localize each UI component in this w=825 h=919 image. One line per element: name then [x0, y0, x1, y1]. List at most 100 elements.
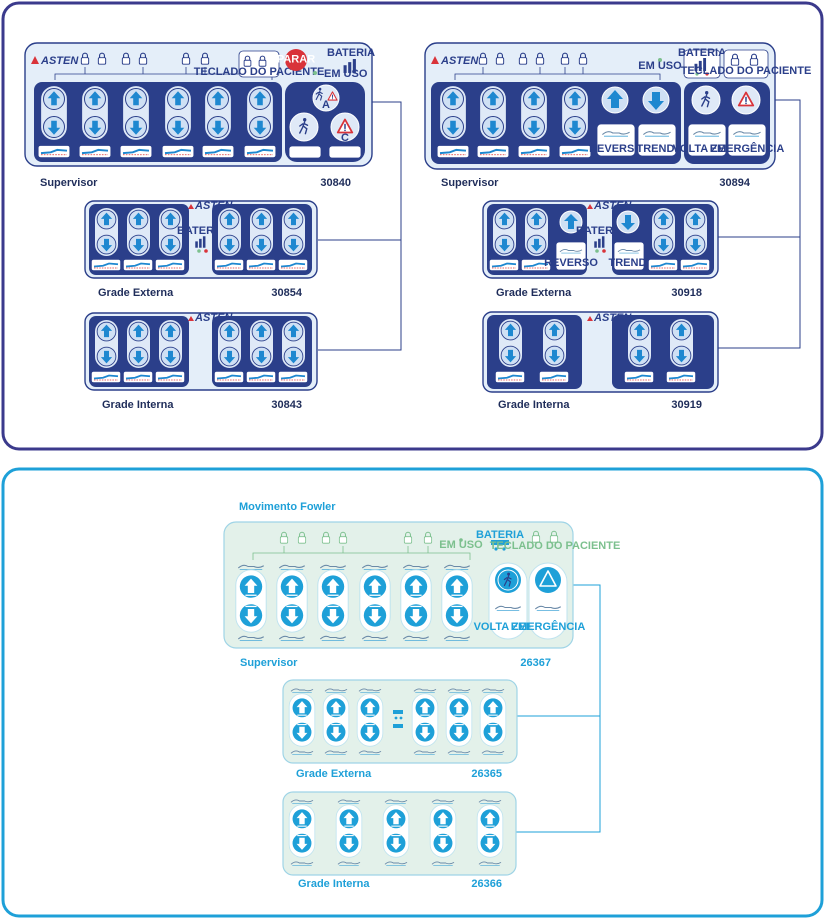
up-down-button[interactable]: [382, 804, 410, 858]
bed-position-icon: [91, 259, 121, 271]
up-down-button[interactable]: [524, 207, 549, 257]
up-down-button[interactable]: [400, 569, 432, 633]
up-down-button[interactable]: [356, 693, 384, 747]
up-down-button[interactable]: [479, 85, 507, 141]
in-use-led: [658, 58, 662, 62]
up-down-button[interactable]: [683, 207, 708, 257]
bed-position-icon: [666, 371, 696, 383]
asten-logo-icon: [587, 316, 593, 321]
svg-text:TREND.: TREND.: [609, 257, 650, 269]
svg-text:EMERGÊNCIA: EMERGÊNCIA: [710, 142, 785, 155]
svg-text:TECLADO DO PACIENTE: TECLADO DO PACIENTE: [681, 65, 812, 77]
svg-text:TREND.: TREND.: [637, 143, 678, 155]
svg-text:BATERIA: BATERIA: [476, 529, 524, 541]
up-down-button[interactable]: [246, 85, 274, 141]
up-down-button[interactable]: [126, 319, 151, 369]
svg-text:EMERGÊNCIA: EMERGÊNCIA: [511, 620, 586, 633]
bed-position-icon: [201, 145, 235, 158]
up-down-button[interactable]: [492, 207, 517, 257]
battery-icon: [491, 540, 509, 545]
trend-button[interactable]: [613, 241, 645, 271]
asten-logo-icon: [188, 204, 194, 209]
up-down-button[interactable]: [217, 319, 242, 369]
up-down-button[interactable]: [411, 693, 439, 747]
up-down-button[interactable]: [158, 319, 183, 369]
up-down-button[interactable]: [439, 85, 467, 141]
bed-position-icon: [517, 145, 551, 158]
keypad-supervisor-30894: ASTEN EM USO BATERIA TECLADO DO PACIENTE: [424, 42, 812, 170]
connector-bottom: [516, 584, 601, 833]
up-down-button[interactable]: [217, 207, 242, 257]
svg-text:TECLADO DO PACIENTE: TECLADO DO PACIENTE: [194, 66, 325, 78]
code-26365: 26365: [471, 768, 502, 780]
up-down-button[interactable]: [359, 569, 391, 633]
up-down-button[interactable]: [520, 85, 548, 141]
up-down-button[interactable]: [479, 693, 507, 747]
up-down-button[interactable]: [249, 207, 274, 257]
code-30918: 30918: [671, 287, 702, 299]
bed-position-icon: [624, 371, 654, 383]
up-down-button[interactable]: [669, 318, 694, 368]
up-down-button[interactable]: [81, 85, 109, 141]
bed-position-icon: [155, 259, 185, 271]
up-down-button[interactable]: [122, 85, 150, 141]
up-down-button[interactable]: [429, 804, 457, 858]
code-30919: 30919: [671, 399, 702, 411]
keypad-grade-externa-30918: REVERSO ASTEN BATERIA TREND.: [482, 200, 719, 279]
up-down-button[interactable]: [288, 804, 316, 858]
frame-top: [1, 1, 824, 451]
bed-position-icon: [539, 371, 569, 383]
up-down-button[interactable]: [317, 569, 349, 633]
up-down-button[interactable]: [249, 319, 274, 369]
stop-button[interactable]: [285, 49, 307, 71]
up-down-button[interactable]: [335, 804, 363, 858]
up-down-button[interactable]: [276, 569, 308, 633]
bed-position-icon: [155, 371, 185, 383]
up-down-button[interactable]: [94, 207, 119, 257]
up-down-button[interactable]: [281, 207, 306, 257]
bed-position-icon: [214, 371, 244, 383]
bed-position-icon: [161, 145, 195, 158]
up-down-button[interactable]: [445, 693, 473, 747]
up-down-button[interactable]: [627, 318, 652, 368]
label-grade-externa-30918: Grade Externa: [496, 287, 572, 299]
code-26366: 26366: [471, 878, 502, 890]
label-grade-interna-30843: Grade Interna: [102, 399, 174, 411]
svg-text:A: A: [322, 99, 330, 111]
bed-position-icon: [476, 145, 510, 158]
asten-logo-icon: [31, 56, 39, 64]
up-down-button[interactable]: [204, 85, 232, 141]
asten-logo-icon: [587, 204, 593, 209]
up-down-button[interactable]: [498, 318, 523, 368]
up-down-button[interactable]: [476, 804, 504, 858]
keypad-grade-interna-26366: [282, 791, 517, 876]
up-down-button[interactable]: [94, 319, 119, 369]
up-down-button[interactable]: [542, 318, 567, 368]
brand-logo: ASTEN: [440, 55, 479, 67]
bed-position-icon: [214, 259, 244, 271]
up-down-button[interactable]: [651, 207, 676, 257]
up-down-button[interactable]: [126, 207, 151, 257]
svg-text:REVERSO: REVERSO: [544, 257, 598, 269]
bed-position-icon: [495, 371, 525, 383]
svg-text:BATERIA: BATERIA: [327, 47, 375, 59]
up-icon: [607, 90, 623, 108]
up-down-button[interactable]: [441, 569, 473, 633]
label-supervisor-30840: Supervisor: [40, 177, 98, 189]
in-use-led: [313, 71, 317, 75]
up-down-button[interactable]: [164, 85, 192, 141]
bed-position-icon: [246, 259, 276, 271]
up-down-button[interactable]: [322, 693, 350, 747]
keypad-supervisor-30840: ASTEN TECLADO DO PACIENTE PARAR EM USO B…: [24, 42, 375, 167]
up-down-button[interactable]: [40, 85, 68, 141]
code-30840: 30840: [320, 177, 351, 189]
up-down-button[interactable]: [561, 85, 589, 141]
up-down-button[interactable]: [281, 319, 306, 369]
keypad-grade-interna-30843: ASTEN: [84, 312, 318, 391]
up-down-button[interactable]: [235, 569, 267, 633]
up-down-button[interactable]: [288, 693, 316, 747]
reverse-button[interactable]: [555, 241, 587, 271]
code-26367: 26367: [520, 657, 551, 669]
brand-logo: ASTEN: [40, 55, 79, 67]
connector-left: [318, 101, 402, 351]
